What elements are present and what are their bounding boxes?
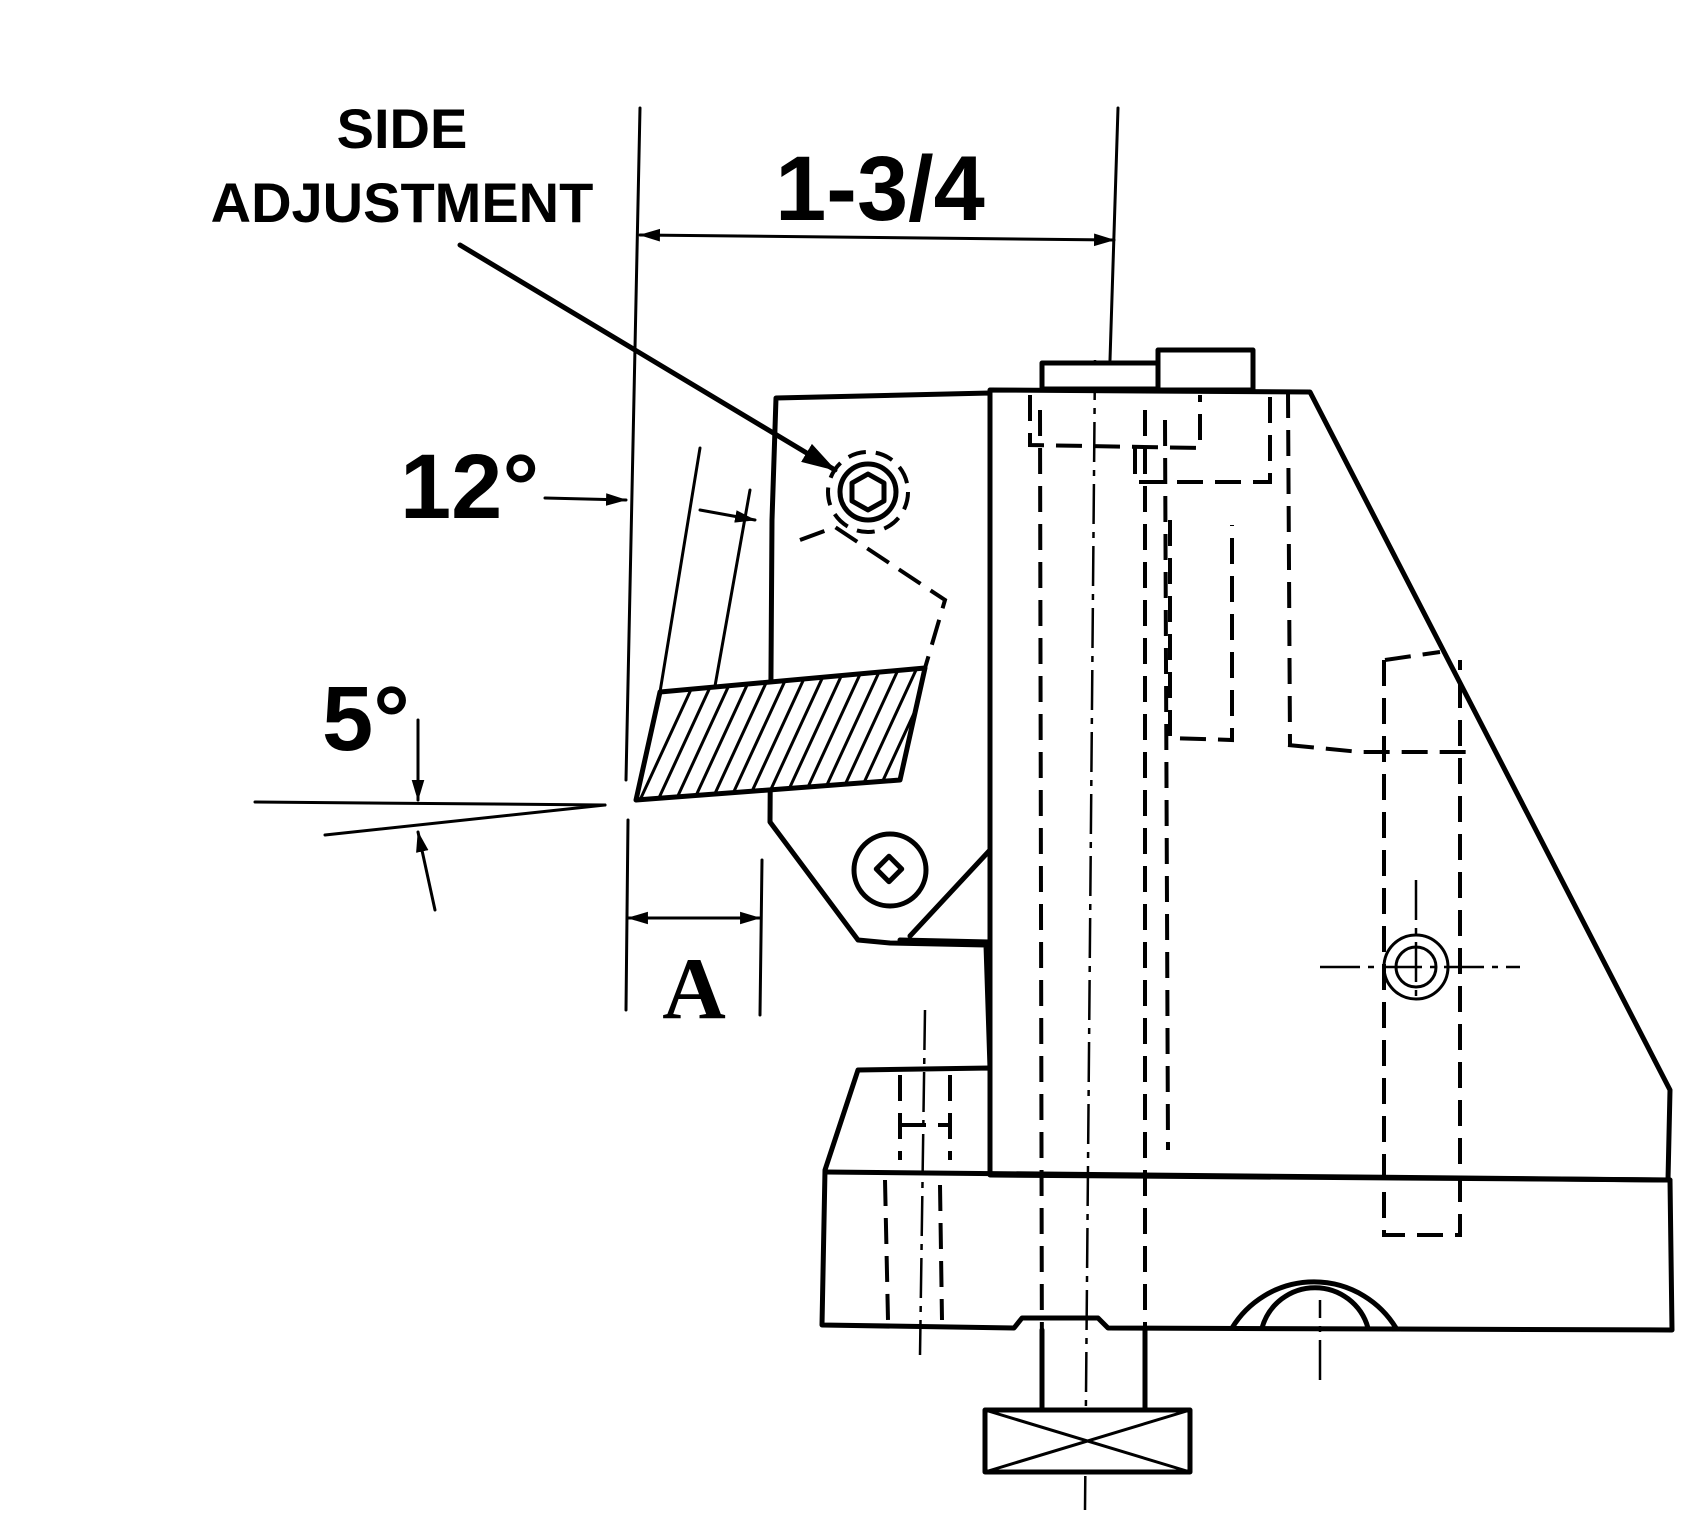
width-dimension-label: 1-3/4 (775, 138, 985, 240)
stud-bolt (1038, 359, 1170, 1511)
cutter-blade (633, 446, 948, 803)
lower-screw (851, 831, 929, 909)
offset-dimension-label: A (662, 941, 726, 1038)
base-block (819, 1065, 1675, 1333)
clearance-angle-callout: 12° (400, 436, 757, 538)
side-adjustment-label-line1: SIDE (337, 97, 468, 160)
clearance-angle-label: 12° (400, 436, 539, 538)
top-clamp (1028, 347, 1292, 746)
offset-dimension: A (626, 911, 762, 1038)
base-hidden-features (883, 1009, 952, 1356)
side-adjustment-callout: SIDE ADJUSTMENT (211, 97, 838, 473)
rake-angle-label: 5° (322, 668, 410, 770)
right-hidden-features (1287, 650, 1520, 1380)
bottom-nut (982, 1327, 1193, 1475)
side-adjustment-screw (826, 450, 910, 534)
rake-angle-callout: 5° (253, 668, 607, 912)
side-adjustment-label-line2: ADJUSTMENT (211, 171, 594, 234)
width-dimension: 1-3/4 (638, 138, 1116, 247)
